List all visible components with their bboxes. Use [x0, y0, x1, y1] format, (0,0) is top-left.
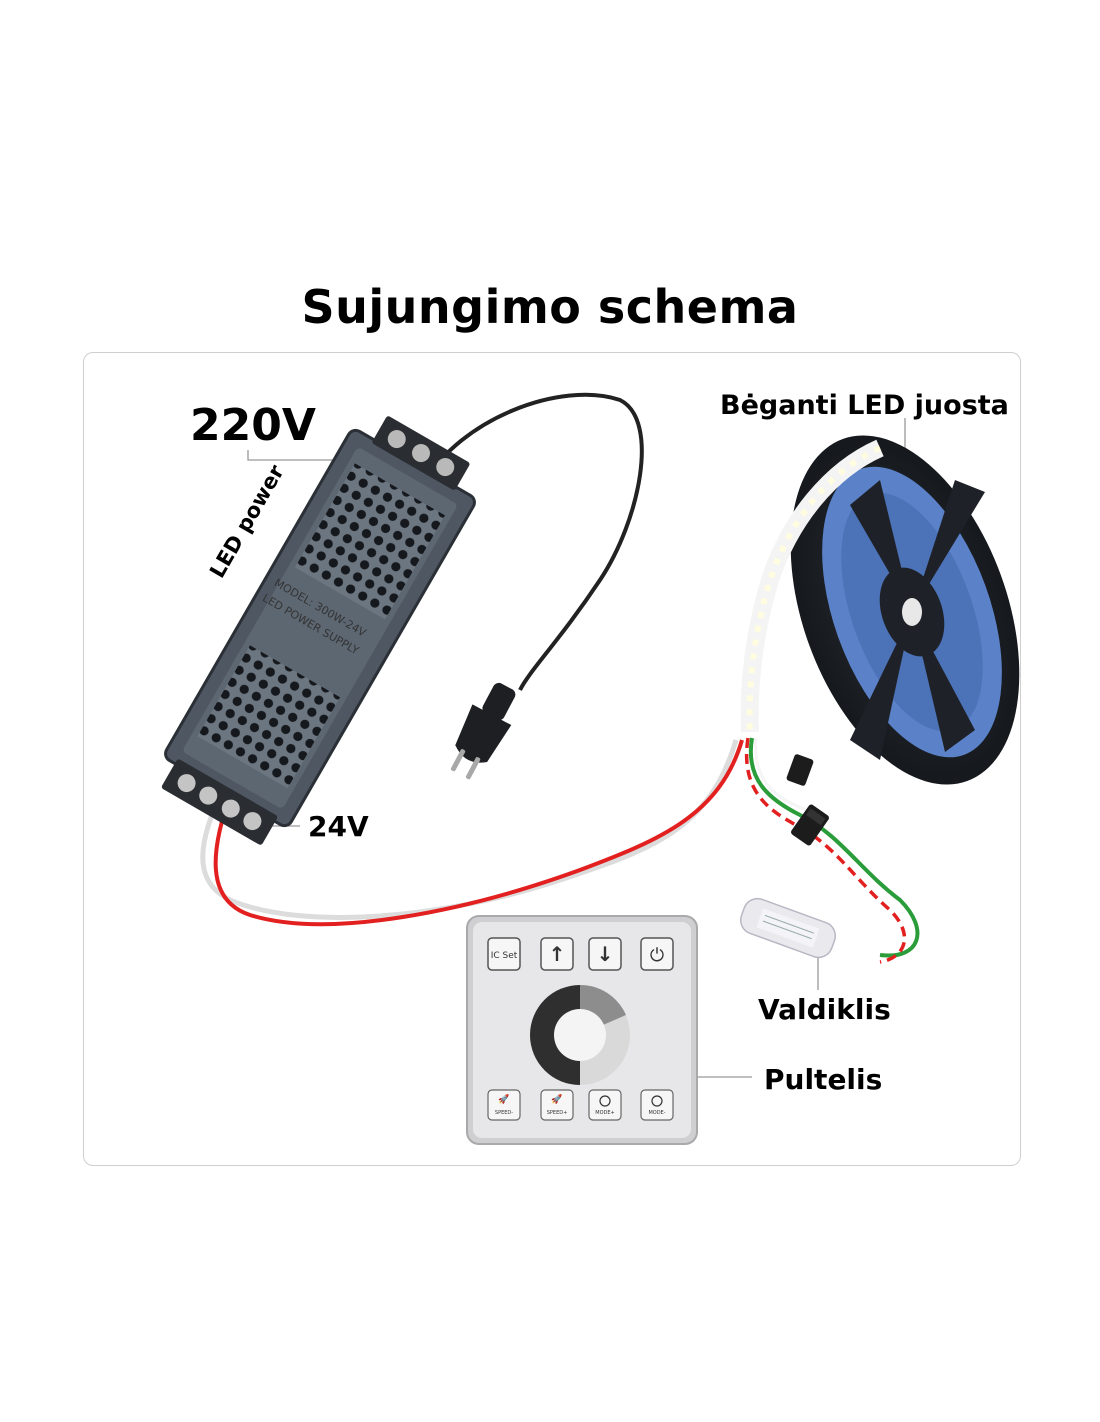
- remote-button-mode-plus[interactable]: MODE+: [588, 1089, 622, 1121]
- label-controller: Valdiklis: [758, 993, 891, 1026]
- remote-button-mode-minus[interactable]: MODE-: [640, 1089, 674, 1121]
- psu-input-terminal-block: [372, 416, 470, 490]
- remote-button-speed-minus[interactable]: 🚀 SPEED-: [487, 1089, 521, 1121]
- remote-button-down[interactable]: ↓: [588, 937, 622, 971]
- jst-connector-icon: [791, 804, 829, 846]
- remote-panel: IC Set ↑ ↓ ⏻ 🚀 SPEED- 🚀: [466, 915, 698, 1145]
- svg-text:SPEED-: SPEED-: [495, 1110, 513, 1116]
- svg-text:↑: ↑: [549, 942, 566, 966]
- eu-plug-icon: [450, 682, 516, 780]
- jst-connector-reel-icon: [786, 754, 814, 786]
- svg-text:MODE+: MODE+: [595, 1110, 614, 1116]
- svg-text:⏻: ⏻: [650, 945, 664, 966]
- strip-data-white-wire: [754, 737, 807, 812]
- mains-cable: [423, 392, 644, 691]
- remote-brightness-ring[interactable]: [530, 984, 630, 1085]
- svg-text:↓: ↓: [597, 942, 614, 966]
- svg-text:IC Set: IC Set: [491, 951, 518, 961]
- label-input-voltage: 220V: [190, 400, 316, 451]
- label-output-voltage: 24V: [308, 810, 369, 843]
- strip-data-green-wire: [748, 737, 920, 958]
- led-power-supply: LED POWER SUPPLY MODEL: 300W-24V: [161, 416, 476, 845]
- strip-data-red-wire: [744, 737, 907, 964]
- psu-output-terminal-block: [161, 759, 278, 845]
- svg-text:🚀: 🚀: [551, 1093, 562, 1105]
- psu-output-white-wire: [200, 739, 739, 920]
- svg-text:MODE-: MODE-: [648, 1110, 665, 1116]
- led-strip-reel: [740, 435, 1020, 785]
- label-remote: Pultelis: [764, 1063, 883, 1096]
- remote-button-up[interactable]: ↑: [540, 937, 574, 971]
- svg-text:SPEED+: SPEED+: [547, 1110, 568, 1116]
- remote-button-power[interactable]: ⏻: [640, 937, 674, 971]
- psu-output-red-wire: [213, 739, 744, 927]
- led-controller-icon: [739, 897, 837, 959]
- remote-button-speed-plus[interactable]: 🚀 SPEED+: [540, 1089, 574, 1121]
- label-led-strip: Bėganti LED juosta: [720, 390, 1009, 421]
- remote-button-ic-set[interactable]: IC Set: [487, 937, 521, 971]
- diagram-title: Sujungimo schema: [301, 280, 799, 334]
- svg-text:🚀: 🚀: [498, 1093, 509, 1105]
